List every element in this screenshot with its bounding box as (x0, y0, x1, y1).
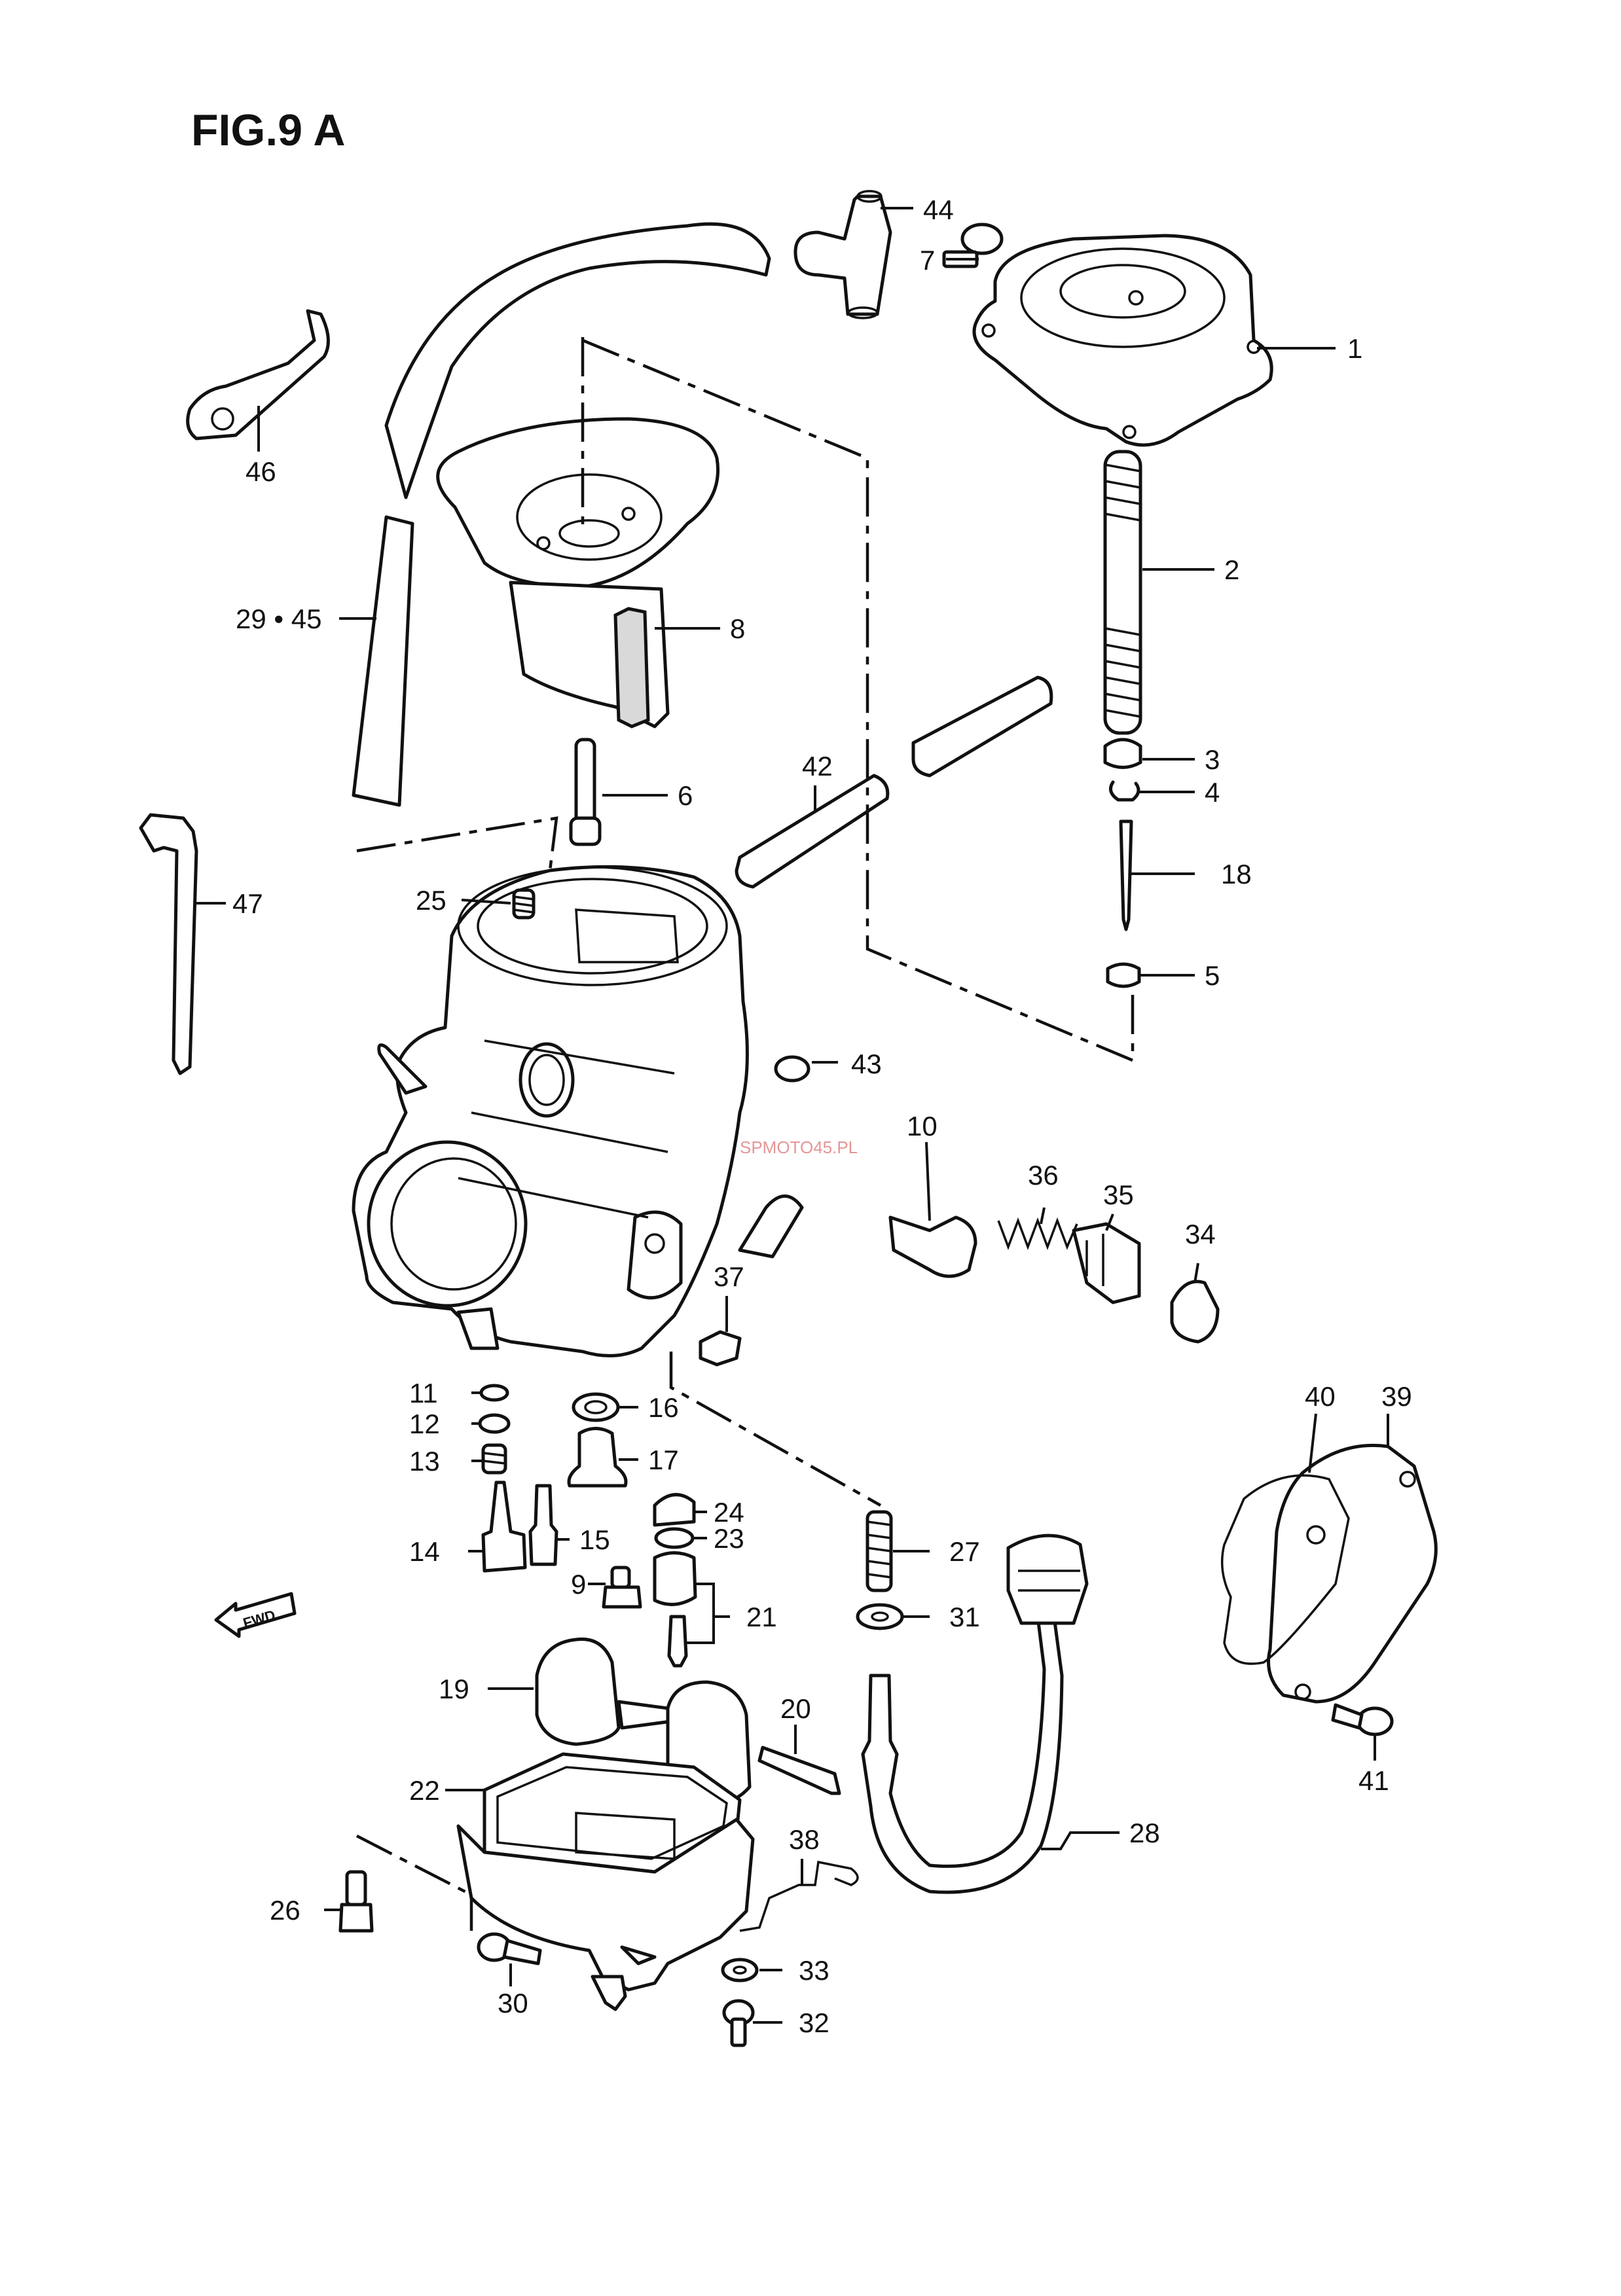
part-36-spring (997, 1217, 1078, 1250)
part-35-nut (1072, 1222, 1141, 1304)
callout-14: 14 (409, 1536, 440, 1567)
part-10-plunger (888, 1215, 977, 1278)
part-33-washer (721, 1958, 759, 1982)
callout-11: 11 (409, 1378, 438, 1408)
assembly-lines (355, 337, 1135, 1931)
part-39-cover (1267, 1443, 1438, 1704)
callout-47: 47 (232, 888, 263, 919)
callout-25: 25 (416, 885, 446, 916)
callout-30: 30 (498, 1988, 528, 2018)
figure-title: FIG.9 A (191, 105, 346, 155)
callout-18: 18 (1221, 859, 1252, 889)
callout-12: 12 (409, 1408, 440, 1439)
callout-46: 46 (246, 456, 276, 487)
part-43-o-ring (774, 1055, 810, 1083)
callout-7: 7 (920, 245, 935, 276)
callout-21: 21 (746, 1602, 777, 1632)
part-29-45-hose (352, 222, 771, 807)
part-25-small-spring (512, 888, 536, 920)
part-16-washer (572, 1392, 620, 1422)
callout-13: 13 (409, 1446, 440, 1477)
callout-9: 9 (571, 1569, 586, 1600)
callout-27: 27 (949, 1536, 980, 1567)
part-37-nut (699, 1330, 742, 1367)
part-21-needle-valve (653, 1551, 697, 1668)
part-9-screw (602, 1566, 642, 1609)
part-20-pin (757, 1746, 841, 1795)
callout-26: 26 (270, 1895, 301, 1926)
part-40-gasket (1220, 1474, 1350, 1665)
callout-44: 44 (923, 194, 954, 225)
callout-23: 23 (714, 1523, 744, 1554)
callout-labels: 1 2 3 4 5 6 7 8 9 10 11 12 13 14 15 16 1… (232, 194, 1412, 2038)
callout-33: 33 (799, 1955, 829, 1986)
callout-37: 37 (714, 1261, 744, 1292)
part-17-jet-holder (567, 1427, 628, 1488)
callout-19: 19 (439, 1674, 469, 1704)
callout-6: 6 (678, 780, 693, 811)
part-13-spring (481, 1443, 507, 1475)
callout-40: 40 (1305, 1381, 1336, 1412)
callout-29-45: 29 • 45 (236, 603, 321, 634)
part-1-top-cover (972, 234, 1273, 447)
callout-3: 3 (1205, 744, 1220, 775)
part-15-jet (528, 1484, 558, 1566)
callout-34: 34 (1185, 1219, 1216, 1249)
part-3-seat (1103, 738, 1142, 769)
part-5-washer (1106, 962, 1141, 988)
callout-43: 43 (851, 1049, 882, 1079)
callout-31: 31 (949, 1602, 980, 1632)
callout-4: 4 (1205, 777, 1220, 808)
callout-8: 8 (730, 613, 745, 644)
callout-28: 28 (1129, 1818, 1160, 1848)
part-6-bolt (569, 738, 602, 846)
callout-35: 35 (1103, 1179, 1134, 1210)
callout-24: 24 (714, 1497, 744, 1528)
callout-42: 42 (802, 751, 833, 781)
part-32-bolt (722, 1999, 755, 2047)
leader-lines (196, 207, 1389, 2024)
callout-1: 1 (1347, 333, 1362, 364)
part-12-ring (478, 1413, 511, 1434)
part-28-cable (861, 1534, 1089, 1894)
part-18-jet-needle (1119, 819, 1133, 931)
watermark: SPMOTO45.PL (740, 1138, 858, 1157)
part-42-hose (735, 675, 1053, 889)
part-47-rod (139, 813, 198, 1075)
part-34-cap (1170, 1280, 1220, 1344)
part-26-screw (338, 1870, 374, 1933)
callout-5: 5 (1205, 960, 1220, 991)
callout-20: 20 (780, 1693, 811, 1724)
part-44-t-connector (793, 190, 892, 319)
part-2-spring (1103, 450, 1142, 735)
callout-36: 36 (1028, 1160, 1059, 1191)
callout-17: 17 (648, 1444, 679, 1475)
part-11-washer (479, 1384, 509, 1402)
carburetor-body (352, 865, 804, 1357)
callout-22: 22 (409, 1775, 440, 1806)
part-22-gasket-and-float-bowl (456, 1752, 755, 2011)
callout-2: 2 (1224, 554, 1239, 585)
part-38-wire-clip (739, 1860, 859, 1932)
part-31-washer (856, 1603, 904, 1630)
callout-39: 39 (1381, 1381, 1412, 1412)
part-23-o-ring (654, 1527, 695, 1549)
part-30-screw (477, 1932, 542, 1965)
part-24-cap (653, 1493, 696, 1527)
forward-arrow: FWD (214, 1592, 297, 1638)
callout-15: 15 (579, 1524, 610, 1555)
part-8-diaphragm-piston (436, 417, 720, 728)
part-41-bolt (1331, 1703, 1394, 1736)
part-46-bracket (186, 309, 330, 440)
part-27-spring (865, 1510, 893, 1592)
callout-41: 41 (1358, 1765, 1389, 1796)
part-14-pilot-screw (481, 1480, 527, 1573)
callout-16: 16 (648, 1392, 679, 1423)
callout-38: 38 (789, 1824, 820, 1855)
callout-10: 10 (907, 1111, 938, 1141)
callout-32: 32 (799, 2007, 829, 2038)
part-4-clip (1108, 780, 1140, 802)
